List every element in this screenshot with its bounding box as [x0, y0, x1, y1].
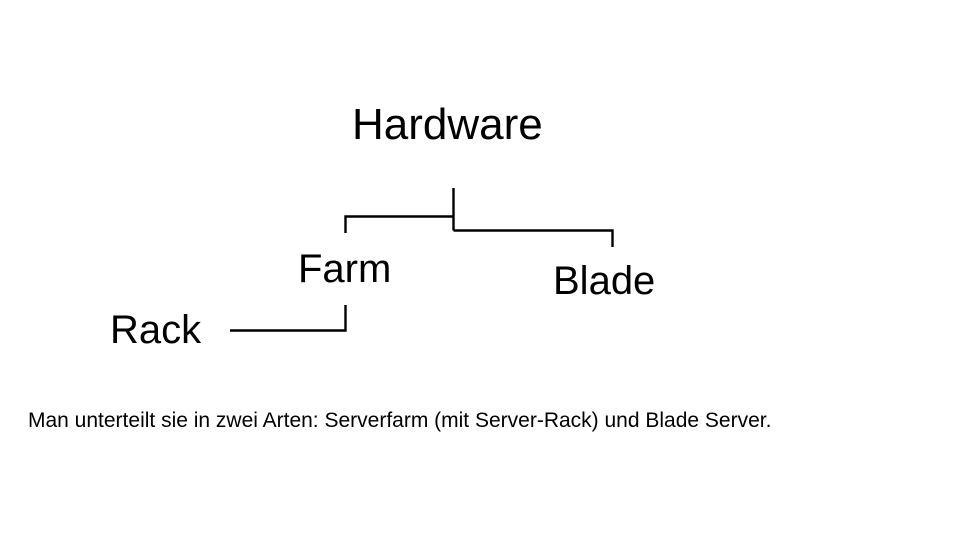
- caption-text: Man unterteilt sie in zwei Arten: Server…: [28, 409, 772, 432]
- node-blade: Blade: [553, 259, 656, 303]
- node-rack: Rack: [110, 308, 202, 352]
- connector-hardware-to-blade: [453, 229, 614, 247]
- node-farm: Farm: [298, 247, 392, 291]
- connector-hardware-to-farm: [344, 215, 454, 233]
- connector-farm-to-rack: [230, 305, 347, 332]
- node-hardware: Hardware: [352, 100, 543, 149]
